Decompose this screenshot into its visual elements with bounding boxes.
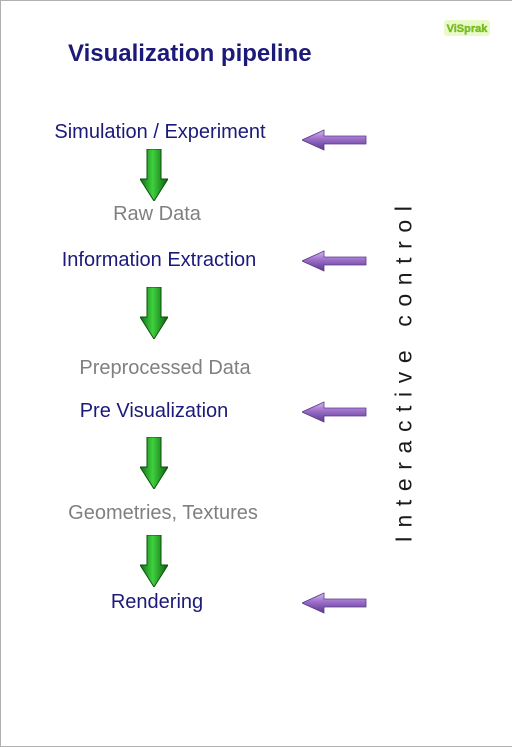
stage-preprocessed-data: Preprocessed Data [79, 357, 251, 379]
control-arrow-icon [302, 592, 367, 614]
down-arrow-icon [140, 149, 168, 201]
stage-geometries-textures: Geometries, Textures [68, 502, 258, 524]
stage-information-extraction: Information Extraction [61, 249, 257, 271]
control-arrow-icon [302, 401, 367, 423]
stage-raw-data: Raw Data [113, 203, 201, 225]
control-arrow-icon [302, 129, 367, 151]
control-arrow-icon [302, 250, 367, 272]
svg-text:ViSprak: ViSprak [447, 23, 489, 35]
stage-pre-visualization: Pre Visualization [79, 400, 229, 422]
down-arrow-icon [140, 437, 168, 489]
page-title: Visualization pipeline [68, 40, 312, 67]
down-arrow-icon [140, 287, 168, 339]
visprak-logo: ViSprak [444, 20, 490, 36]
down-arrow-icon [140, 535, 168, 587]
stage-rendering: Rendering [110, 591, 204, 613]
stage-simulation-experiment: Simulation / Experiment [54, 121, 266, 143]
interactive-control-label: Interactive control [390, 197, 417, 543]
